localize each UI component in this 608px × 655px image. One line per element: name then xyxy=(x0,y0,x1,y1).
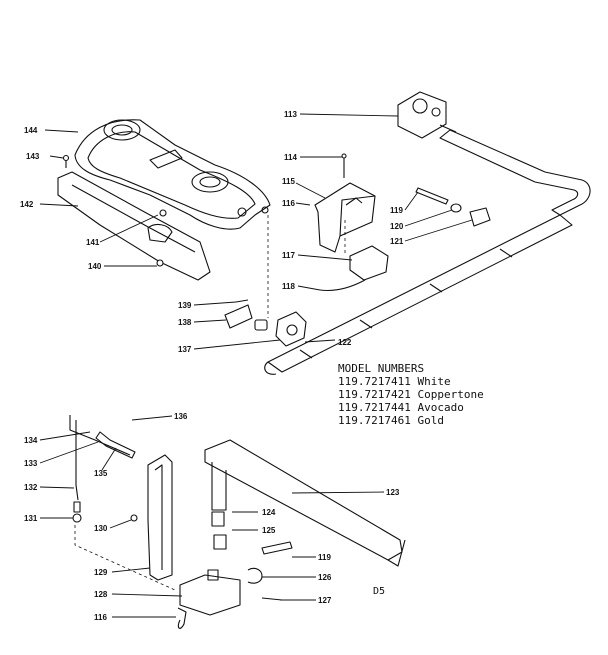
callout-140: 140 xyxy=(88,262,102,271)
callout-144: 144 xyxy=(24,126,38,135)
model-color: White xyxy=(417,375,451,388)
callout-137: 137 xyxy=(178,345,192,354)
callout-116: 116 xyxy=(282,199,295,208)
callout-119-lower: 119 xyxy=(318,553,331,562)
burner-grate xyxy=(74,119,271,230)
callout-123: 123 xyxy=(386,488,400,497)
callout-117: 117 xyxy=(282,251,295,260)
callout-120: 120 xyxy=(390,222,404,231)
fittings xyxy=(415,187,491,227)
callout-114: 114 xyxy=(284,153,297,162)
valve-cluster-left xyxy=(224,215,307,347)
callout-139: 139 xyxy=(178,301,192,310)
callout-133: 133 xyxy=(24,459,38,468)
oven-burner-tube xyxy=(204,439,406,567)
callout-122: 122 xyxy=(338,338,352,347)
callout-136: 136 xyxy=(174,412,188,421)
thermostat-tubing xyxy=(69,415,176,591)
callout-113: 113 xyxy=(284,110,297,119)
manifold-pipe xyxy=(264,214,573,375)
callout-116-lower: 116 xyxy=(94,613,107,622)
callout-130: 130 xyxy=(94,524,108,533)
callout-131: 131 xyxy=(24,514,38,523)
callout-115: 115 xyxy=(282,177,295,186)
callout-142: 142 xyxy=(20,200,34,209)
callout-141: 141 xyxy=(86,238,100,247)
leader-lines xyxy=(39,113,473,618)
valve-shield xyxy=(130,454,293,629)
model-number: 119.7217461 xyxy=(338,414,411,427)
model-row: 119.7217411 White xyxy=(338,375,484,388)
callout-132: 132 xyxy=(24,483,38,492)
model-row: 119.7217421 Coppertone xyxy=(338,388,484,401)
callout-126: 126 xyxy=(318,573,332,582)
callout-118: 118 xyxy=(282,282,295,291)
burner-support xyxy=(57,154,211,281)
callout-125: 125 xyxy=(262,526,276,535)
callout-129: 129 xyxy=(94,568,108,577)
callout-134: 134 xyxy=(24,436,38,445)
callout-119: 119 xyxy=(390,206,403,215)
gas-supply-pipe xyxy=(397,91,591,216)
callout-124: 124 xyxy=(262,508,276,517)
callout-135: 135 xyxy=(94,469,108,478)
bracket-assembly xyxy=(314,153,389,292)
callout-labels: 144 143 142 141 140 139 138 137 113 114 … xyxy=(20,110,404,622)
model-color: Coppertone xyxy=(417,388,484,401)
model-color: Avocado xyxy=(417,401,464,414)
model-row: 119.7217441 Avocado xyxy=(338,401,484,414)
model-number: 119.7217421 xyxy=(338,388,411,401)
callout-128: 128 xyxy=(94,590,108,599)
callout-121: 121 xyxy=(390,237,404,246)
model-number: 119.7217441 xyxy=(338,401,411,414)
document-code: D5 xyxy=(373,586,386,597)
model-number: 119.7217411 xyxy=(338,375,411,388)
callout-138: 138 xyxy=(178,318,192,327)
callout-143: 143 xyxy=(26,152,40,161)
model-row: 119.7217461 Gold xyxy=(338,414,484,427)
model-numbers-heading: MODEL NUMBERS xyxy=(338,362,425,375)
model-color: Gold xyxy=(417,414,444,427)
callout-127: 127 xyxy=(318,596,332,605)
